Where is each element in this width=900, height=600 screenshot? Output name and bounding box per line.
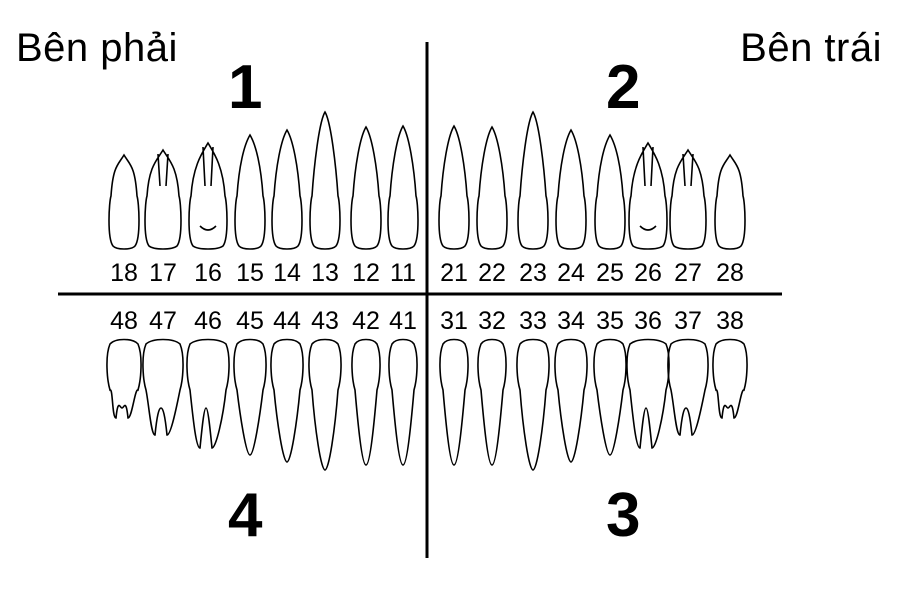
tooth-number-11: 11 <box>390 259 416 287</box>
tooth-number-27: 27 <box>674 259 702 287</box>
tooth-18 <box>108 153 140 250</box>
tooth-26 <box>628 141 668 250</box>
tooth-number-46: 46 <box>194 307 222 335</box>
tooth-34 <box>554 338 588 463</box>
tooth-44 <box>270 338 304 463</box>
tooth-number-12: 12 <box>352 259 380 287</box>
tooth-38 <box>712 338 748 419</box>
tooth-number-22: 22 <box>478 259 506 287</box>
tooth-number-31: 31 <box>440 307 468 335</box>
quadrant-3-number: 3 <box>606 481 641 550</box>
tooth-11 <box>387 124 419 250</box>
tooth-31 <box>439 338 469 466</box>
tooth-number-16: 16 <box>194 259 222 287</box>
lower-tooth-numbers: 48 47 46 45 44 43 42 41 31 32 33 34 35 36 37 38 <box>110 307 744 335</box>
tooth-number-38: 38 <box>716 307 744 335</box>
tooth-14 <box>271 128 303 250</box>
tooth-21 <box>438 124 470 250</box>
tooth-number-14: 14 <box>273 259 301 287</box>
tooth-number-17: 17 <box>149 259 177 287</box>
label-patient-right: Bên phải <box>16 26 178 70</box>
tooth-number-45: 45 <box>236 307 264 335</box>
tooth-36 <box>626 338 670 449</box>
tooth-48 <box>106 338 142 419</box>
upper-teeth-group <box>108 110 746 250</box>
tooth-number-24: 24 <box>557 259 585 287</box>
tooth-12 <box>350 125 382 250</box>
tooth-17 <box>144 148 182 250</box>
tooth-number-28: 28 <box>716 259 744 287</box>
tooth-number-33: 33 <box>519 307 547 335</box>
tooth-33 <box>516 338 550 471</box>
tooth-number-21: 21 <box>440 259 468 287</box>
tooth-37 <box>667 338 709 436</box>
tooth-25 <box>594 133 626 250</box>
tooth-24 <box>555 128 587 250</box>
tooth-47 <box>142 338 184 436</box>
tooth-number-32: 32 <box>478 307 506 335</box>
tooth-22 <box>476 125 508 250</box>
upper-tooth-numbers: 18 17 16 15 14 13 12 11 21 22 23 24 25 26 27 28 <box>110 259 744 287</box>
tooth-46 <box>186 338 230 449</box>
tooth-23 <box>517 110 549 250</box>
quadrant-1-number: 1 <box>228 53 263 122</box>
tooth-number-26: 26 <box>634 259 662 287</box>
tooth-number-47: 47 <box>149 307 177 335</box>
tooth-32 <box>477 338 507 466</box>
tooth-number-15: 15 <box>236 259 264 287</box>
tooth-35 <box>593 338 627 456</box>
tooth-42 <box>351 338 381 466</box>
tooth-number-23: 23 <box>519 259 547 287</box>
tooth-number-13: 13 <box>311 259 339 287</box>
tooth-13 <box>309 110 341 250</box>
tooth-number-42: 42 <box>352 307 380 335</box>
tooth-15 <box>234 133 266 250</box>
tooth-number-41: 41 <box>389 307 417 335</box>
tooth-43 <box>308 338 342 471</box>
tooth-number-25: 25 <box>596 259 624 287</box>
tooth-number-18: 18 <box>110 259 138 287</box>
tooth-number-43: 43 <box>311 307 339 335</box>
tooth-45 <box>233 338 267 456</box>
quadrant-2-number: 2 <box>606 53 641 122</box>
tooth-number-35: 35 <box>596 307 624 335</box>
tooth-number-44: 44 <box>273 307 301 335</box>
tooth-41 <box>388 338 418 466</box>
tooth-number-36: 36 <box>634 307 662 335</box>
tooth-16 <box>188 141 228 250</box>
tooth-number-34: 34 <box>557 307 585 335</box>
tooth-number-48: 48 <box>110 307 138 335</box>
quadrant-4-number: 4 <box>228 481 263 550</box>
tooth-number-37: 37 <box>674 307 702 335</box>
tooth-27 <box>669 148 707 250</box>
lower-teeth-group <box>106 338 748 471</box>
tooth-28 <box>714 153 746 250</box>
label-patient-left: Bên trái <box>740 26 882 70</box>
